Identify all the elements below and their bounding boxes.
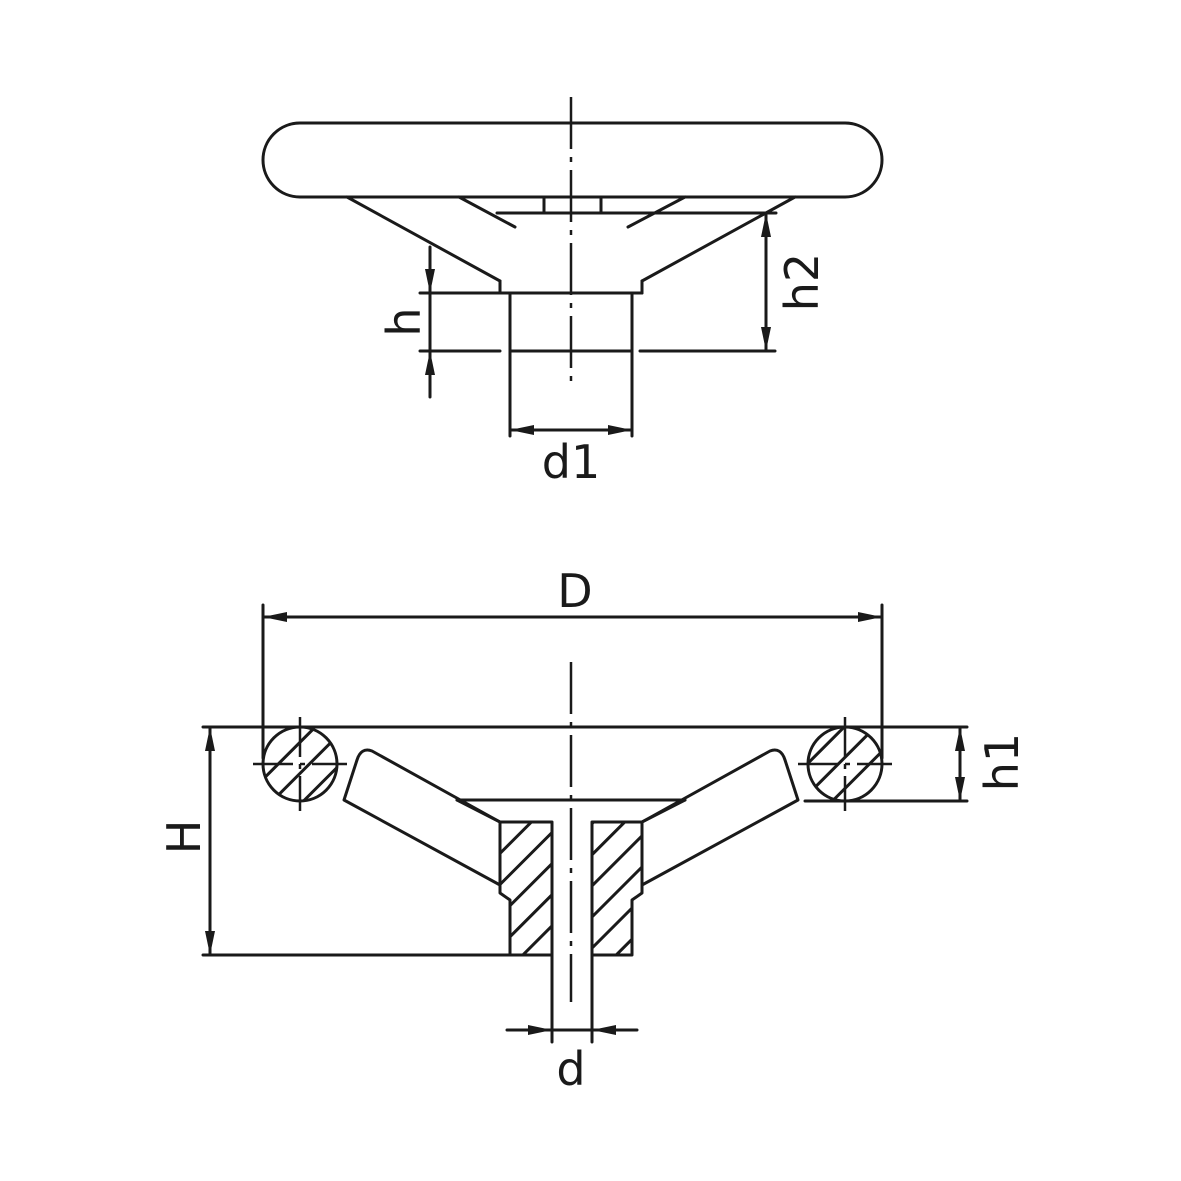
dimension-D: D	[261, 564, 884, 760]
hub-section-left	[498, 820, 554, 957]
spoke-inner-right	[626, 195, 687, 229]
spoke-right	[640, 748, 800, 887]
handwheel-rim	[261, 121, 884, 199]
dimension-h2: h2	[761, 211, 829, 353]
arrowhead-H-bottom	[205, 931, 215, 955]
arrowhead-h1-bottom	[955, 777, 965, 801]
label-d: d	[556, 1042, 585, 1096]
arrowhead-d1-left	[510, 425, 534, 435]
label-H: H	[157, 820, 211, 855]
dimension-d1: d1	[508, 425, 634, 489]
dimension-h1: h1	[803, 725, 1029, 803]
arrowhead-h2-top	[761, 213, 771, 237]
spoke-outer-right	[640, 195, 797, 283]
label-d1: d1	[542, 435, 600, 489]
hub-section-right	[590, 820, 644, 957]
arrowhead-D-right	[858, 612, 882, 622]
section-view: D H	[157, 564, 1029, 1096]
label-h: h	[377, 307, 431, 336]
arrowhead-h-top	[425, 269, 435, 293]
arrowhead-d-left	[528, 1025, 552, 1035]
spoke-outer-left	[345, 195, 502, 283]
hub-web-right	[640, 798, 687, 824]
top-view: h h2 d1	[261, 97, 884, 489]
dimension-d: d	[505, 953, 639, 1096]
arrowhead-d1-right	[608, 425, 632, 435]
arrowhead-D-left	[263, 612, 287, 622]
spoke-inner-left	[457, 195, 517, 229]
label-h1: h1	[975, 733, 1029, 791]
label-D: D	[557, 564, 592, 618]
arrowhead-H-top	[205, 727, 215, 751]
arrowhead-d-right	[592, 1025, 616, 1035]
dimension-h: h	[377, 245, 435, 399]
label-h2: h2	[775, 253, 829, 311]
dimension-H: H	[157, 725, 215, 957]
arrowhead-h1-top	[955, 727, 965, 751]
arrowhead-h-bottom	[425, 351, 435, 375]
arrowhead-h2-bottom	[761, 327, 771, 351]
spoke-left	[342, 748, 502, 887]
hub-web-left	[455, 798, 502, 824]
